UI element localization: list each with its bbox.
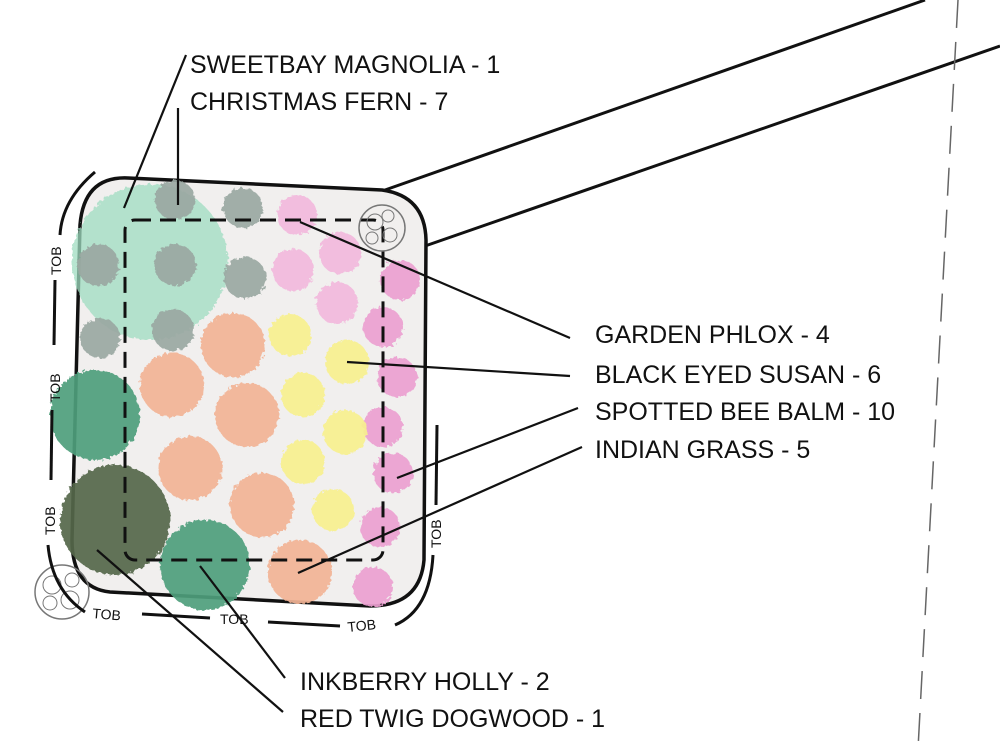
beebalm-plant-symbol (377, 357, 417, 397)
grass-plant-symbol (215, 383, 279, 447)
susan-plant-symbol (281, 440, 325, 484)
property-line (424, 44, 1000, 248)
grass-plant-symbol (158, 436, 222, 500)
label-sweetbay-magnolia: SWEETBAY MAGNOLIA - 1 (190, 51, 500, 79)
susan-plant-symbol (269, 314, 311, 356)
grass-plant-symbol (140, 353, 204, 417)
label-christmas-fern: CHRISTMAS FERN - 7 (190, 88, 448, 116)
existing-tree-icon (34, 564, 90, 620)
label-garden-phlox: GARDEN PHLOX - 4 (595, 321, 830, 349)
label-indian-grass: INDIAN GRASS - 5 (595, 436, 810, 464)
tob-label: TOB (428, 519, 444, 548)
beebalm-plant-symbol (360, 507, 400, 547)
label-inkberry-holly: INKBERRY HOLLY - 2 (300, 668, 550, 696)
magnolia-plant-symbol (72, 184, 228, 340)
susan-plant-symbol (312, 489, 354, 531)
tob-label: TOB (92, 605, 122, 623)
dashed-boundary-line (917, 0, 959, 749)
fern-plant-symbol (152, 309, 194, 351)
tob-label: TOB (347, 616, 377, 635)
tob-label: TOB (42, 506, 58, 535)
inkberry-plant-symbol (50, 370, 140, 460)
tob-label: TOB (48, 246, 64, 275)
phlox-plant-symbol (272, 249, 314, 291)
existing-tree-icon (358, 204, 406, 252)
dogwood-plant-symbol (60, 465, 170, 575)
top-of-bank-lines (46, 170, 439, 628)
phlox-plant-symbol (277, 195, 317, 235)
inner-dashed-boundary (123, 218, 385, 562)
tob-label: TOB (220, 611, 249, 627)
fern-plant-symbol (77, 244, 119, 286)
inkberry-plant-symbol (160, 520, 250, 610)
leader-lines (96, 54, 583, 713)
property-line (384, 0, 926, 192)
fern-plant-symbol (223, 188, 263, 228)
susan-plant-symbol (281, 373, 325, 417)
fern-plant-symbol (80, 318, 120, 358)
phlox-plant-symbol (316, 282, 358, 324)
susan-plant-symbol (323, 410, 367, 454)
label-black-eyed-susan: BLACK EYED SUSAN - 6 (595, 361, 881, 389)
beebalm-plant-symbol (353, 567, 393, 607)
fern-plant-symbol (224, 257, 266, 299)
grass-plant-symbol (201, 313, 265, 377)
label-red-twig-dogwood: RED TWIG DOGWOOD - 1 (300, 705, 605, 733)
label-spotted-bee-balm: SPOTTED BEE BALM - 10 (595, 398, 895, 426)
fern-plant-symbol (155, 180, 195, 220)
grass-plant-symbol (230, 473, 294, 537)
fern-plant-symbol (154, 244, 196, 286)
tob-label: TOB (47, 373, 63, 402)
